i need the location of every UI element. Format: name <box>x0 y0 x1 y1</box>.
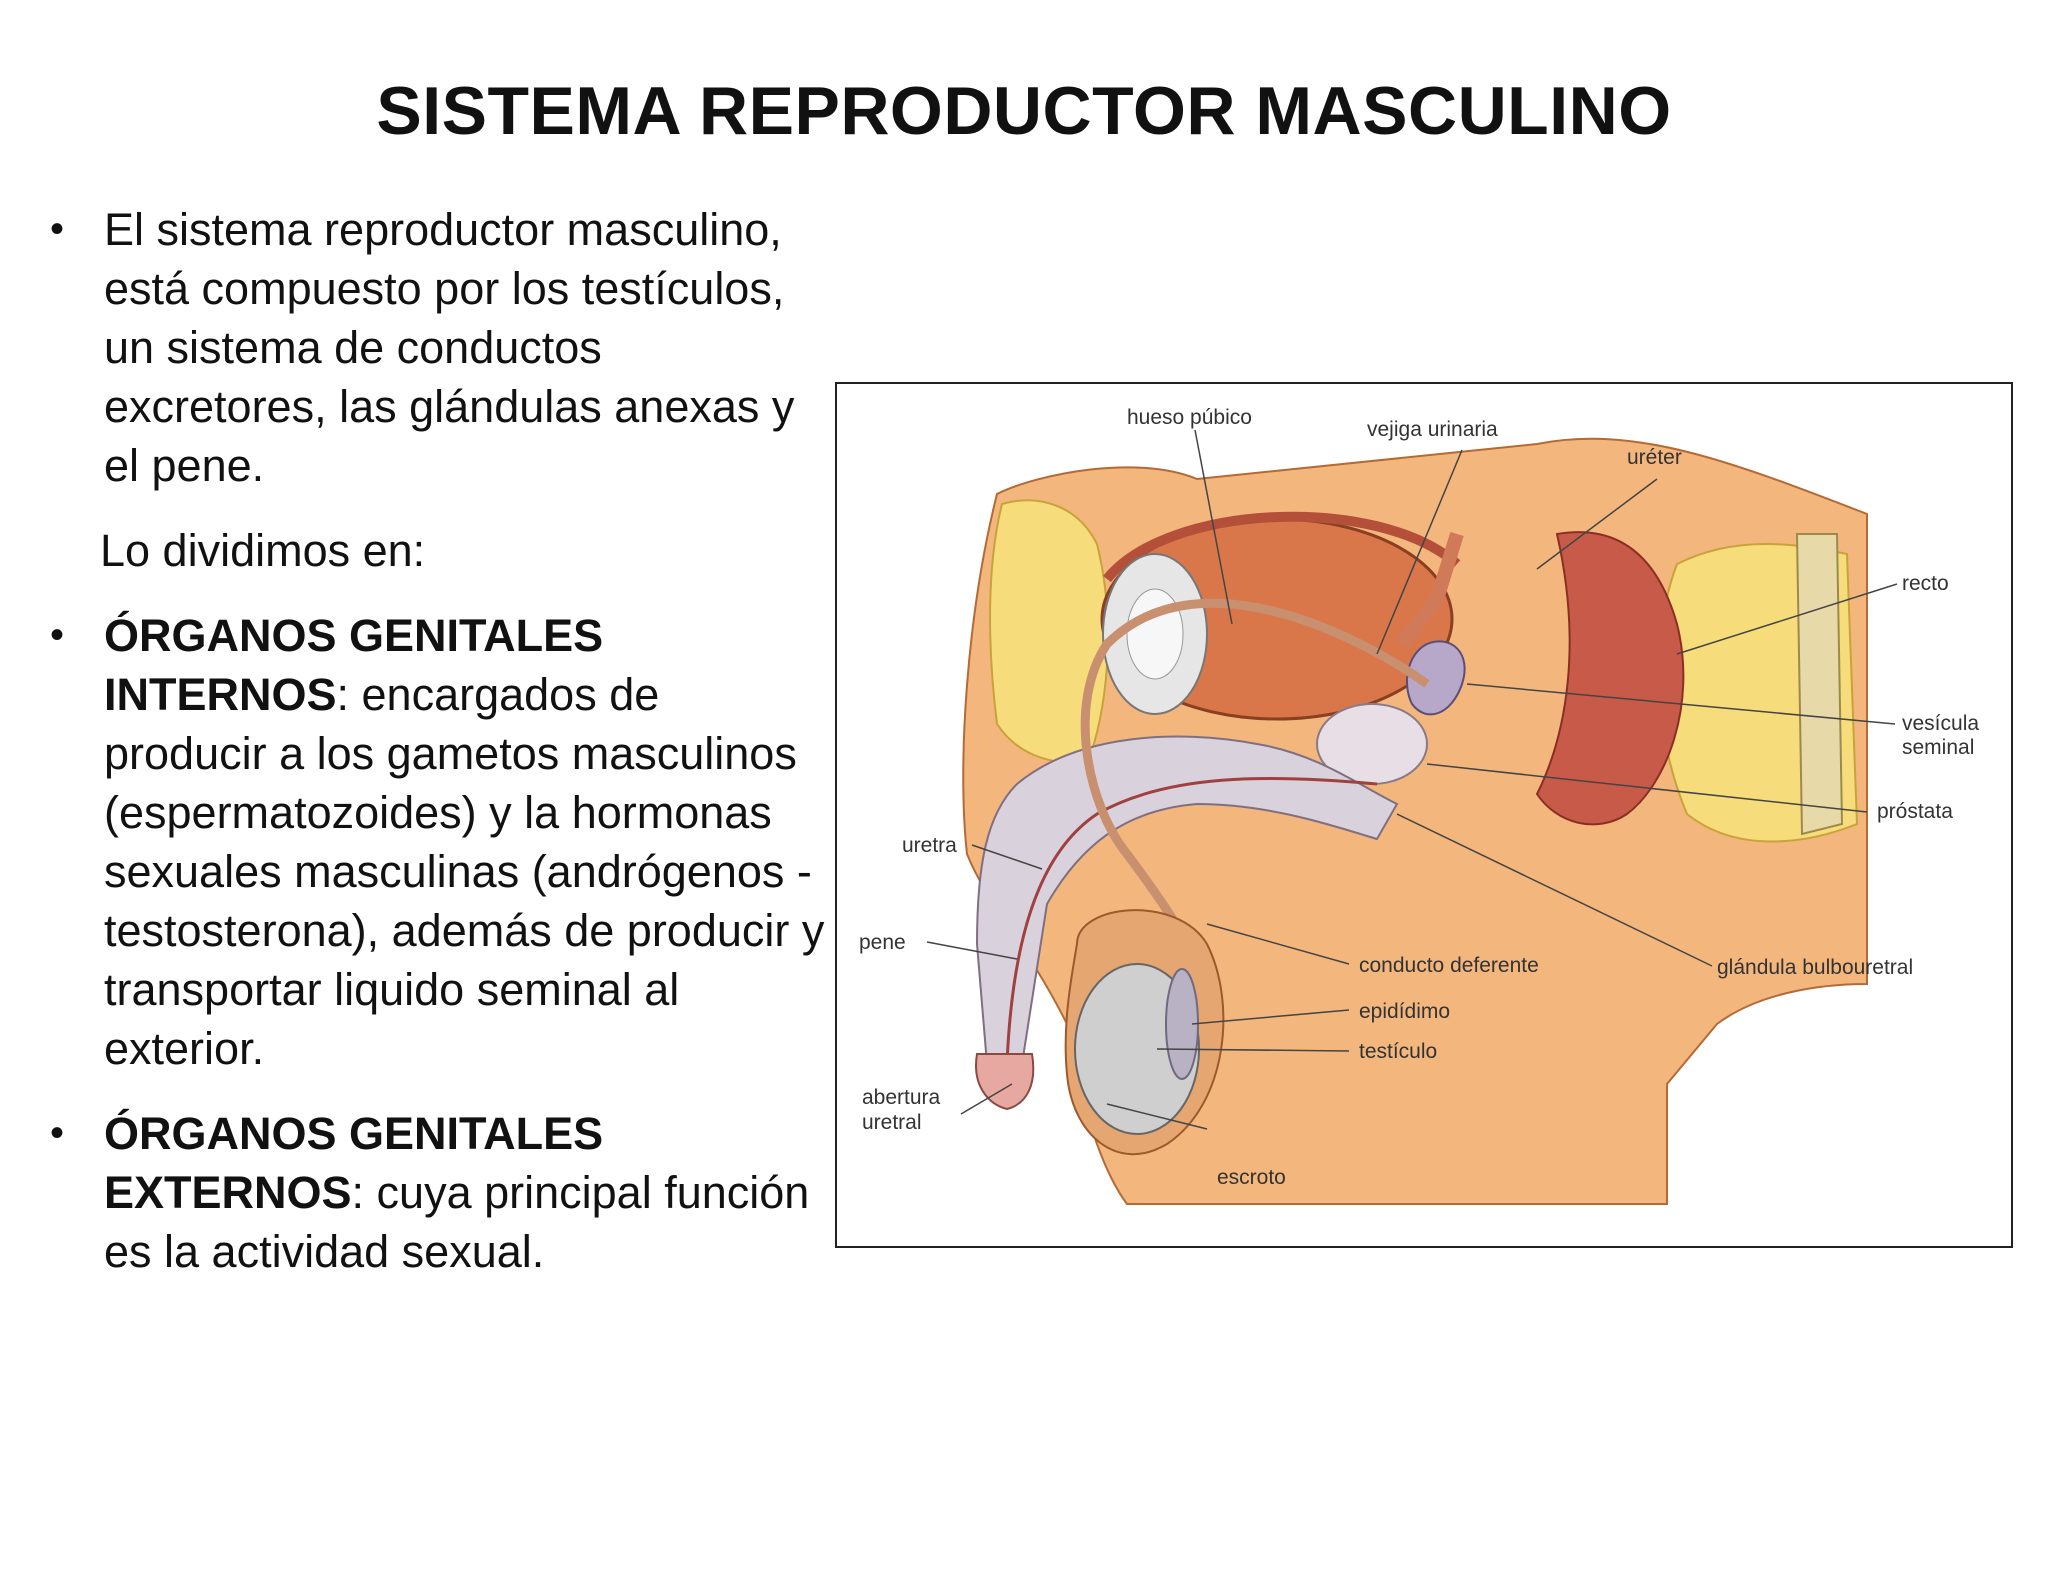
label-vesicula-2: seminal <box>1902 736 1974 759</box>
label-abertura-2: uretral <box>862 1111 922 1134</box>
label-conducto: conducto deferente <box>1359 954 1539 977</box>
penis-shaft <box>975 735 1399 1065</box>
label-pene: pene <box>859 931 906 954</box>
bullet-external: • ÓRGANOS GENITALES EXTERNOS: cuya princ… <box>46 1104 826 1281</box>
external-heading: ÓRGANOS GENITALES EXTERNOS <box>104 1108 604 1218</box>
vas-deferens <box>1080 598 1430 947</box>
glans <box>975 1053 1035 1111</box>
internal-text: : encargados de producir a los gametos m… <box>104 669 825 1074</box>
fat-front <box>989 499 1109 766</box>
external-text: : cuya principal función es la actividad… <box>104 1167 810 1277</box>
anatomy-figure: hueso púbico vejiga urinaria uréter rect… <box>835 382 2013 1248</box>
bullet-intro-text: El sistema reproductor masculino, está c… <box>104 204 795 491</box>
leader-lines <box>926 429 1898 1130</box>
label-abertura-1: abertura <box>862 1086 941 1109</box>
label-recto: recto <box>1902 572 1949 595</box>
divide-text: Lo dividimos en: <box>100 525 426 576</box>
anatomy-diagram: hueso púbico vejiga urinaria uréter rect… <box>859 406 1979 1205</box>
page-title: SISTEMA REPRODUCTOR MASCULINO <box>376 73 1672 149</box>
internal-heading: ÓRGANOS GENITALES INTERNOS <box>104 610 604 720</box>
label-escroto: escroto <box>1217 1166 1286 1189</box>
bullet-intro: • El sistema reproductor masculino, está… <box>46 200 826 495</box>
label-vejiga: vejiga urinaria <box>1367 418 1498 441</box>
label-vesicula-1: vesícula <box>1902 712 1979 735</box>
bullet-dot-icon: • <box>50 1111 65 1155</box>
spine <box>1795 533 1844 836</box>
pubic-bone-inner <box>1126 588 1184 680</box>
label-glandula: glándula bulbouretral <box>1717 956 1913 979</box>
label-ureter: uréter <box>1627 446 1682 469</box>
label-prostata: próstata <box>1877 800 1953 823</box>
bladder-top-tissue <box>1103 511 1461 583</box>
bullet-dot-icon: • <box>50 613 65 657</box>
label-testiculo: testículo <box>1359 1040 1437 1063</box>
urethra-line <box>1005 776 1378 1065</box>
bullet-internal: • ÓRGANOS GENITALES INTERNOS: encargados… <box>46 606 826 1078</box>
bullet-dot-icon: • <box>50 207 65 251</box>
label-uretra: uretra <box>902 834 957 857</box>
bullet-list: • El sistema reproductor masculino, está… <box>46 200 826 1281</box>
label-epididimo: epidídimo <box>1359 1000 1450 1023</box>
label-hueso-pubico: hueso púbico <box>1127 406 1252 429</box>
ureter <box>1396 531 1464 649</box>
rectum <box>1535 531 1685 826</box>
